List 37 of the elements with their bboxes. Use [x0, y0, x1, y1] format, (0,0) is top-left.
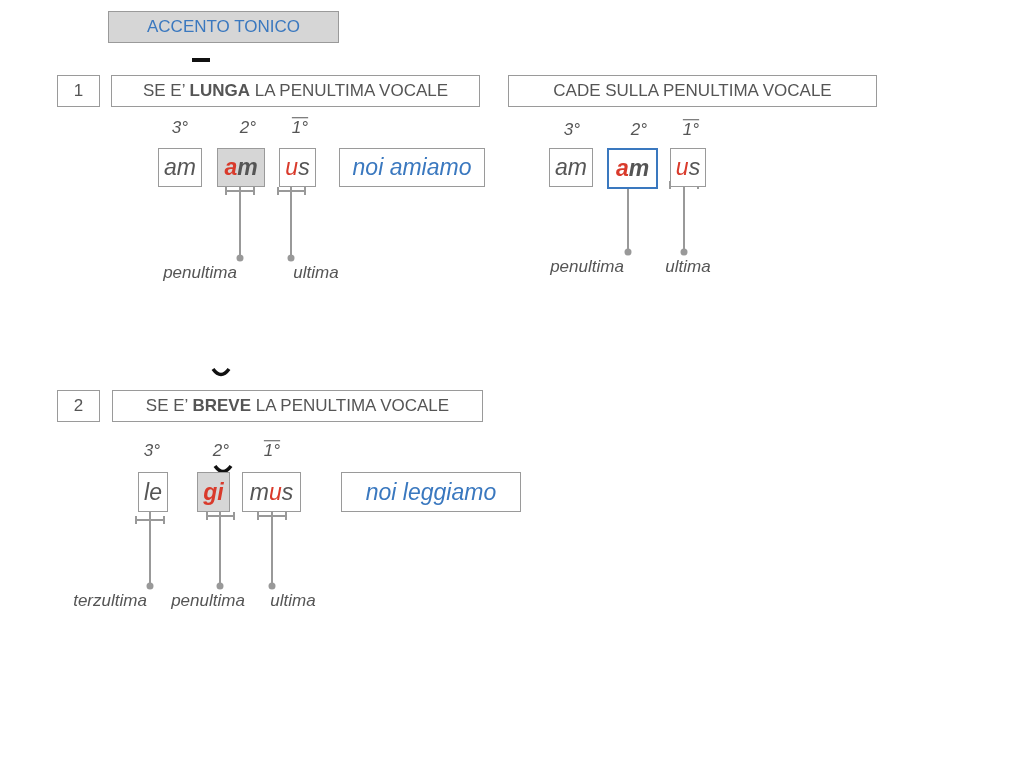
syllable-box: mus	[242, 472, 301, 512]
syllable-label: penultima	[150, 262, 250, 284]
leader-line	[287, 186, 295, 262]
syllable-label: ultima	[284, 262, 348, 284]
number-box: 2	[57, 390, 100, 422]
syllable-box: us	[279, 148, 316, 187]
position-label: 2°	[630, 119, 648, 142]
leader-line	[680, 186, 688, 256]
syllable-label: ultima	[656, 256, 720, 278]
syllable-label: terzultima	[62, 590, 158, 612]
leader-line	[236, 186, 244, 262]
leader-line	[624, 188, 632, 256]
syllable-box: gi	[197, 472, 230, 512]
position-label: 1°	[291, 117, 309, 140]
example-box: noi leggiamo	[341, 472, 521, 512]
leader-line	[268, 511, 276, 590]
leader-line	[216, 511, 224, 590]
position-label: 3°	[143, 440, 161, 463]
position-label: 1°	[682, 119, 700, 142]
syllable-label: penultima	[537, 256, 637, 278]
position-label: 1°	[263, 440, 281, 463]
syllable-box: le	[138, 472, 168, 512]
number-box: 1	[57, 75, 100, 107]
title-box: ACCENTO TONICO	[108, 11, 339, 43]
syllable-label: penultima	[160, 590, 256, 612]
syllable-box: us	[670, 148, 706, 187]
position-label: 3°	[171, 117, 189, 140]
position-label: 2°	[239, 117, 257, 140]
syllable-label: ultima	[262, 590, 324, 612]
syllable-box: am	[549, 148, 593, 187]
position-label: 2°	[212, 440, 230, 463]
syllable-box: am	[607, 148, 658, 189]
syllable-box: am	[158, 148, 202, 187]
syllable-box: am	[217, 148, 265, 187]
position-label: 3°	[563, 119, 581, 142]
leader-line	[146, 511, 154, 590]
example-box: noi amiamo	[339, 148, 485, 187]
